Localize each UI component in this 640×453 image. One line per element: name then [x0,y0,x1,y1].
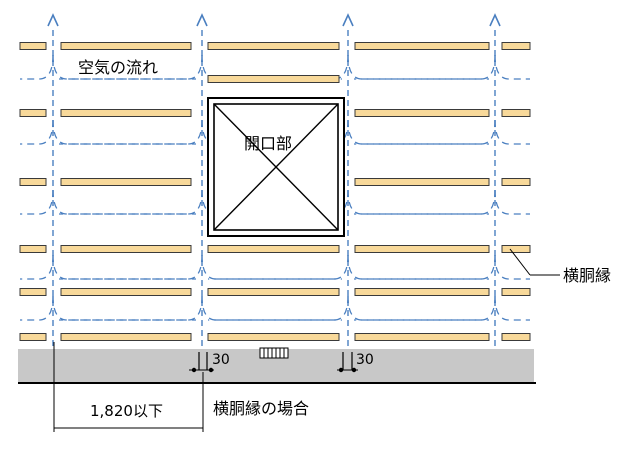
air-flow-curve [208,295,349,321]
air-flow-curve [494,119,530,145]
furring-strip [19,245,47,253]
air-flow-curve [20,254,54,280]
opening-diagonal-2 [213,103,339,231]
air-flow-curve [59,189,203,215]
air-flow-curve [347,119,489,145]
air-flow-curve [208,119,349,145]
air-flow-curve [52,254,196,280]
air-flow-curve [20,295,54,321]
gap-label-right: 30 [356,352,374,368]
furring-strip [60,245,192,253]
furring-strip [354,178,490,186]
furring-strip [354,333,490,341]
air-flow-curve [494,189,530,215]
furring-strip [207,288,340,296]
air-flow-arrow-icon [342,13,354,27]
air-flow-curve [354,254,496,280]
furring-strip [501,288,531,296]
furring-strip [207,245,340,253]
furring-strip [501,42,531,50]
air-flow-arrow-icon [196,13,208,27]
air-flow-curve [20,54,54,80]
air-flow-curve [52,189,196,215]
furring-strip [60,42,192,50]
opening-label: 開口部 [244,134,292,153]
air-flow-curve [59,54,203,80]
caption: 横胴縁の場合 [213,399,309,418]
furring-strip [19,333,47,341]
air-flow-curve [208,54,349,80]
furring-strip [60,109,192,117]
air-flow-curve [20,119,54,145]
furring-strip [19,288,47,296]
air-flow-curve [59,119,203,145]
furring-strips [19,42,531,341]
air-flow-curve [347,189,489,215]
spacing-dimension: 1,820以下 [53,342,204,432]
furring-strip [60,333,192,341]
air-flow-curve [59,295,203,321]
furring-strip [354,245,490,253]
air-flow-curve [52,119,196,145]
air-flow-curve [494,254,530,280]
furring-strip [207,75,340,83]
furring-strip [501,178,531,186]
air-flow-curve [347,54,489,80]
furring-strip [207,42,340,50]
opening-inner-box [213,103,339,231]
furring-strip [354,288,490,296]
air-flow-curve [59,254,203,280]
gap-label-left: 30 [212,352,230,368]
spacing-label: 1,820以下 [90,402,163,420]
furring-strip [60,288,192,296]
opening-frame: 開口部 [207,97,345,237]
air-flow-curve [354,189,496,215]
gap-marker-right: 30 [337,352,374,373]
foundation-vent-icon [259,347,289,359]
furring-label: 横胴縁 [563,266,611,285]
air-flow-arrow-icon [47,13,59,27]
furring-callout: 横胴縁 [509,248,611,285]
gap-marker-left: 30 [189,352,230,373]
furring-strip [501,245,531,253]
furring-strip [19,42,47,50]
air-flow-curve [347,295,489,321]
furring-strip [19,109,47,117]
furring-strip [354,109,490,117]
air-flow-curve [347,254,489,280]
air-flow-curve [354,119,496,145]
furring-strip [207,333,340,341]
air-flow-curve [354,295,496,321]
foundation [18,347,536,384]
air-flow-curve [354,54,496,80]
air-flow-curve [52,295,196,321]
air-flow-curve [20,189,54,215]
air-flow-curve [494,54,530,80]
furring-strip [501,109,531,117]
air-flow-arrow-icon [489,13,501,27]
air-flow-curve [494,295,530,321]
furring-strip [19,178,47,186]
air-flow-layer [20,13,530,346]
furring-strip [60,178,192,186]
air-flow-curve [201,295,342,321]
furring-strip [501,333,531,341]
air-flow-curve [201,254,342,280]
air-flow-label: 空気の流れ [78,58,158,77]
furring-strip [354,42,490,50]
air-flow-curve [208,254,349,280]
air-flow-curve [208,189,349,215]
